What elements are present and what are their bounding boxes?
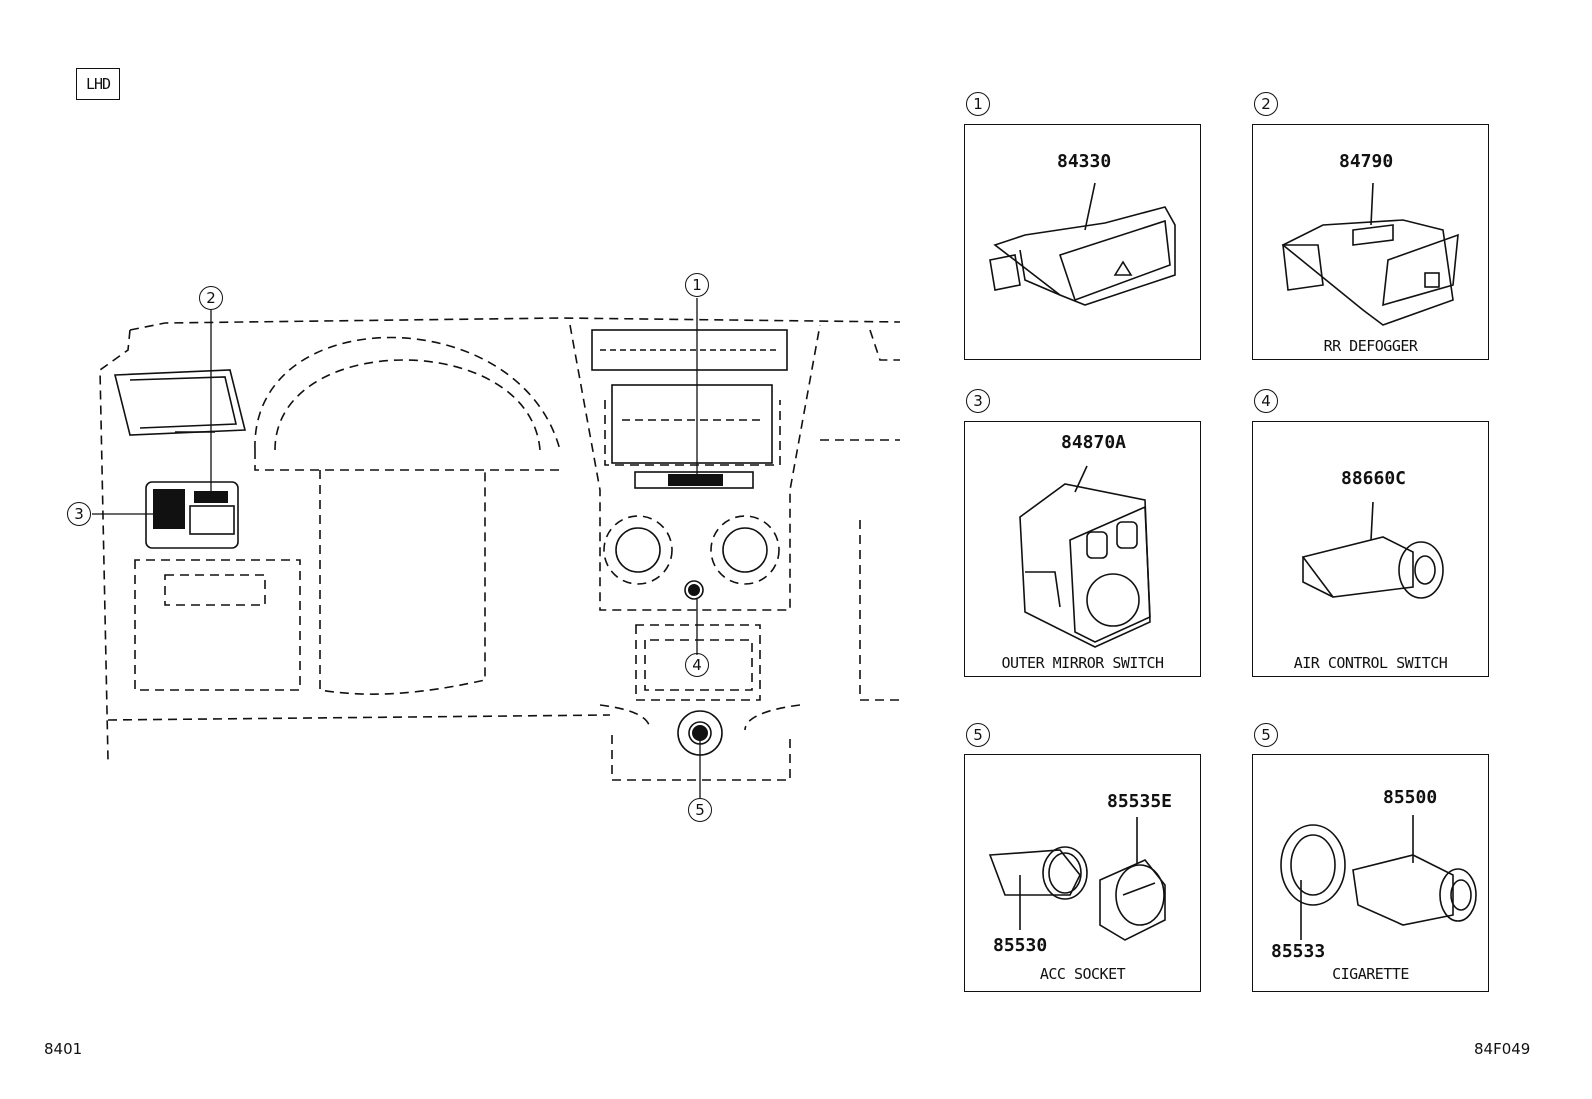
callout-5: 5 xyxy=(688,798,712,822)
panel-2-number: 2 xyxy=(1254,92,1278,116)
acc-socket-drawing xyxy=(988,817,1166,941)
panel-acc-socket: 85535E 85530 ACC SOCKET xyxy=(964,754,1201,992)
part-number-88660c: 88660C xyxy=(1341,468,1407,489)
rr-defogger-switch-drawing xyxy=(1281,182,1459,326)
panel-1-number: 1 xyxy=(966,92,990,116)
part-number-84330: 84330 xyxy=(1057,151,1112,172)
caption-air-control-switch: AIR CONTROL SWITCH xyxy=(1293,654,1448,672)
callout-4: 4 xyxy=(685,653,709,677)
panel-cigarette: 85500 85533 CIGARETTE xyxy=(1252,754,1489,992)
panel-outer-mirror-switch: 84870A OUTER MIRROR SWITCH xyxy=(964,421,1201,677)
outer-mirror-switch-drawing xyxy=(1019,465,1151,648)
panel-air-control-switch: 88660C AIR CONTROL SWITCH xyxy=(1252,421,1489,677)
panel-5b-number: 5 xyxy=(1254,723,1278,747)
callout-2: 2 xyxy=(199,286,223,310)
part-number-85530: 85530 xyxy=(993,935,1048,956)
hazard-switch-drawing xyxy=(989,182,1176,306)
panel-5a-number: 5 xyxy=(966,723,990,747)
lhd-badge: LHD xyxy=(76,68,120,100)
part-number-84790: 84790 xyxy=(1339,151,1394,172)
caption-cigarette: CIGARETTE xyxy=(1332,965,1409,983)
footer-left-code: 8401 xyxy=(44,1040,83,1058)
panel-rr-defogger: 84790 RR DEFOGGER xyxy=(1252,124,1489,360)
callout-3: 3 xyxy=(67,502,91,526)
caption-acc-socket: ACC SOCKET xyxy=(1039,965,1126,983)
part-number-85535e: 85535E xyxy=(1107,791,1173,812)
panel-3-number: 3 xyxy=(966,389,990,413)
cigarette-lighter-drawing xyxy=(1280,815,1477,940)
dashboard-overview-drawing xyxy=(92,298,901,798)
panel-4-number: 4 xyxy=(1254,389,1278,413)
part-number-84870a: 84870A xyxy=(1061,432,1127,453)
caption-outer-mirror-switch: OUTER MIRROR SWITCH xyxy=(1001,654,1164,672)
part-number-85500: 85500 xyxy=(1383,787,1438,808)
panel-hazard-switch: 84330 xyxy=(964,124,1201,360)
footer-right-code: 84F049 xyxy=(1474,1040,1531,1058)
air-control-switch-drawing xyxy=(1301,501,1444,599)
part-number-85533: 85533 xyxy=(1271,941,1326,962)
callout-1: 1 xyxy=(685,273,709,297)
caption-rr-defogger: RR DEFOGGER xyxy=(1323,337,1418,355)
